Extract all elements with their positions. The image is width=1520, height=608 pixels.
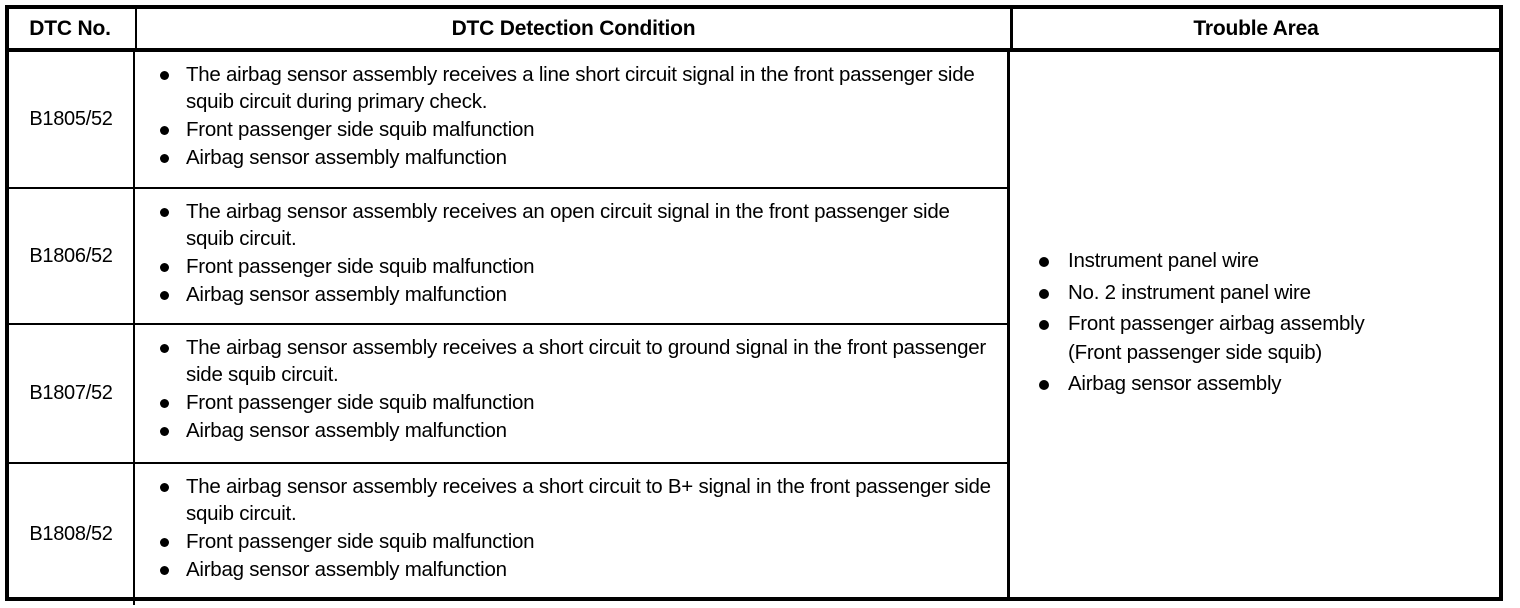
- list-item: Airbag sensor assembly malfunction: [159, 417, 997, 444]
- list-item: Front passenger side squib malfunction: [159, 528, 997, 555]
- list-item: Airbag sensor assembly malfunction: [159, 281, 997, 308]
- dtc-no-value: B1805/52: [29, 108, 113, 130]
- table-body: B1805/52 The airbag sensor assembly rece…: [9, 52, 1499, 605]
- trouble-area-item-text: No. 2 instrument panel wire: [1068, 280, 1311, 304]
- trouble-area-item-text: Instrument panel wire: [1068, 249, 1259, 273]
- list-item: The airbag sensor assembly receives a sh…: [159, 334, 997, 388]
- column-header-dtc-no: DTC No.: [29, 17, 111, 40]
- trouble-area-item-subtext: (Front passenger side squib): [1068, 340, 1322, 364]
- dtc-no-cell: B1805/52: [9, 52, 135, 187]
- list-item: The airbag sensor assembly receives an o…: [159, 198, 997, 252]
- dtc-condition-block: B1805/52 The airbag sensor assembly rece…: [9, 52, 1010, 605]
- condition-list: The airbag sensor assembly receives a li…: [159, 61, 997, 171]
- table-row: B1805/52 The airbag sensor assembly rece…: [9, 52, 1007, 189]
- condition-list: The airbag sensor assembly receives a sh…: [159, 473, 997, 583]
- detection-condition-cell: The airbag sensor assembly receives a li…: [135, 52, 1007, 187]
- trouble-area-cell: Instrument panel wire No. 2 instrument p…: [1010, 52, 1499, 597]
- list-item: Instrument panel wire: [1036, 247, 1365, 276]
- list-item: No. 2 instrument panel wire: [1036, 279, 1365, 308]
- table-row: B1808/52 The airbag sensor assembly rece…: [9, 464, 1007, 605]
- dtc-no-value: B1807/52: [29, 382, 113, 404]
- list-item: Airbag sensor assembly malfunction: [159, 556, 997, 583]
- dtc-table: DTC No. DTC Detection Condition Trouble …: [5, 5, 1503, 605]
- list-item: Airbag sensor assembly: [1036, 370, 1365, 399]
- detection-condition-cell: The airbag sensor assembly receives a sh…: [135, 325, 1007, 462]
- table-row: B1807/52 The airbag sensor assembly rece…: [9, 325, 1007, 464]
- condition-list: The airbag sensor assembly receives a sh…: [159, 334, 997, 444]
- dtc-no-value: B1806/52: [29, 244, 113, 267]
- table-row: B1806/52 The airbag sensor assembly rece…: [9, 189, 1007, 325]
- column-header-trouble-area: Trouble Area: [1010, 9, 1499, 48]
- trouble-area-list: Instrument panel wire No. 2 instrument p…: [1036, 247, 1365, 402]
- trouble-area-item-text: Front passenger airbag assembly: [1068, 312, 1365, 336]
- list-item: Front passenger airbag assembly (Front p…: [1036, 310, 1365, 367]
- column-header-detection-condition: DTC Detection Condition: [135, 9, 1010, 48]
- dtc-no-cell: B1808/52: [9, 464, 135, 605]
- trouble-area-item-text: Airbag sensor assembly: [1068, 372, 1282, 396]
- dtc-no-cell: B1807/52: [9, 325, 135, 462]
- table-header-row: DTC No. DTC Detection Condition Trouble …: [9, 9, 1499, 52]
- list-item: The airbag sensor assembly receives a li…: [159, 61, 997, 115]
- dtc-no-cell: B1806/52: [9, 189, 135, 323]
- list-item: Airbag sensor assembly malfunction: [159, 144, 997, 171]
- list-item: Front passenger side squib malfunction: [159, 116, 997, 143]
- detection-condition-cell: The airbag sensor assembly receives an o…: [135, 189, 1007, 323]
- list-item: Front passenger side squib malfunction: [159, 389, 997, 416]
- list-item: Front passenger side squib malfunction: [159, 253, 997, 280]
- dtc-no-value: B1808/52: [29, 523, 113, 545]
- detection-condition-cell: The airbag sensor assembly receives a sh…: [135, 464, 1007, 605]
- condition-list: The airbag sensor assembly receives an o…: [159, 198, 997, 308]
- list-item: The airbag sensor assembly receives a sh…: [159, 473, 997, 527]
